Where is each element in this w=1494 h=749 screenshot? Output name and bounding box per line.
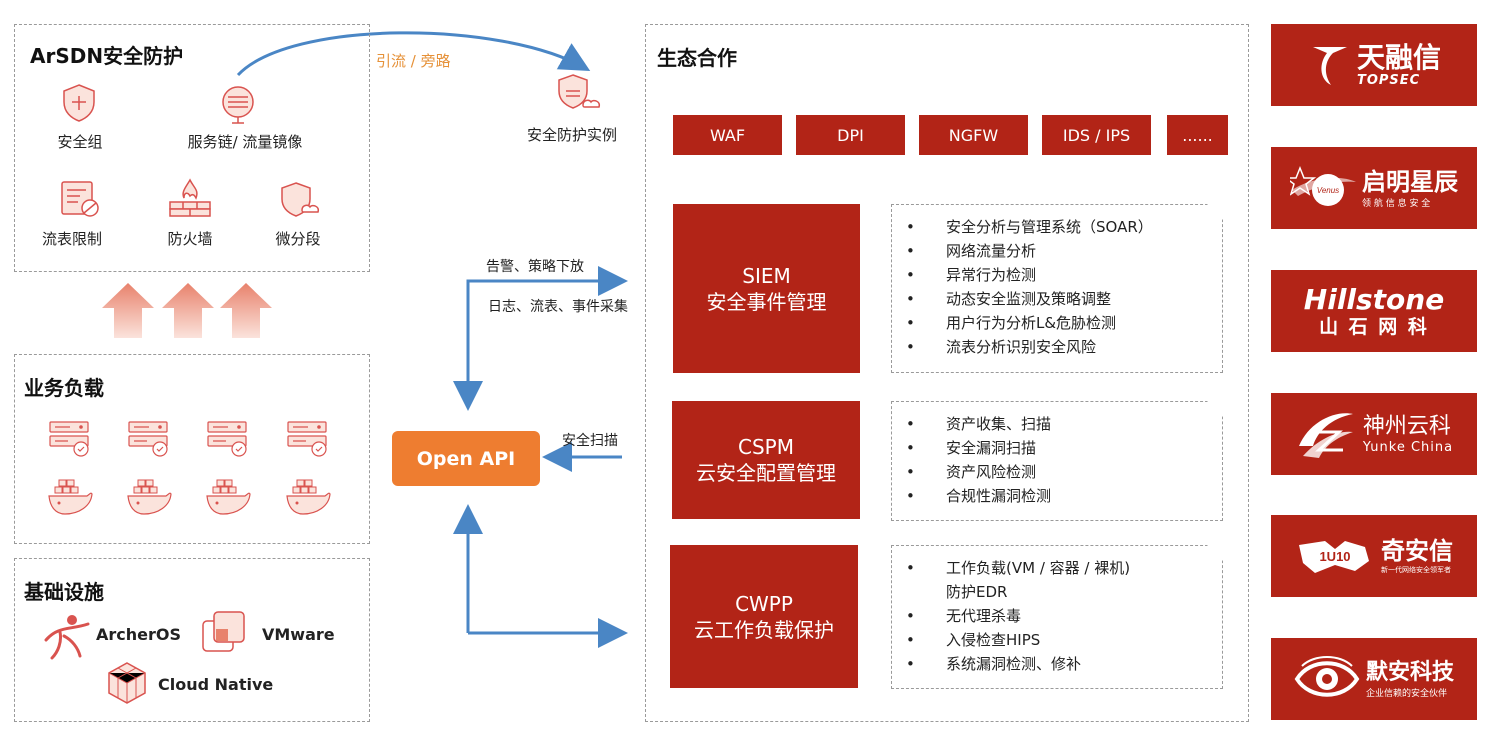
infra-panel [14, 558, 370, 722]
open-api-button[interactable]: Open API [392, 431, 540, 486]
partner-logo-topsec[interactable]: 天融信 TOPSEC [1271, 24, 1477, 106]
infra-item-label: VMware [262, 625, 335, 644]
chip-ids-ips[interactable]: IDS / IPS [1042, 115, 1151, 155]
feature-item: 安全分析与管理系统（SOAR） [906, 215, 1222, 239]
feature-item: 系统漏洞检测、修补 [906, 652, 1222, 676]
redirect-arrow [236, 31, 591, 77]
feature-item: 入侵检查HIPS [906, 628, 1222, 652]
flow-limit-icon [61, 181, 99, 217]
container-icon [285, 476, 331, 520]
partner-name: 神州云科 [1362, 413, 1451, 439]
firewall-icon [169, 178, 211, 217]
workload-title: 业务负载 [24, 376, 104, 400]
up-arrows [102, 283, 272, 338]
server-icon [206, 418, 250, 464]
collect-label: 日志、流表、事件采集 [488, 299, 628, 315]
chip-waf[interactable]: WAF [673, 115, 782, 155]
partner-logo-moresec[interactable]: 默安科技 企业信赖的安全伙伴 [1271, 638, 1477, 720]
partner-name: Hillstone [1303, 283, 1445, 316]
cwpp-features: 工作负载(VM / 容器 / 裸机) 防护EDR 无代理杀毒 入侵检查HIPS … [891, 545, 1223, 689]
partner-logo-venus[interactable]: Venus 启明星辰 领 航 信 息 安 全 [1271, 147, 1477, 229]
alert-label: 告警、策略下放 [486, 259, 584, 275]
feature-item: 用户行为分析L&危胁检测 [906, 311, 1222, 335]
svg-text:1U10: 1U10 [1319, 549, 1350, 564]
siem-abbr: SIEM [742, 263, 791, 288]
vmware-icon [202, 611, 245, 652]
partner-logo-qianxin[interactable]: 1U10 奇安信 新一代网络安全领军者 [1271, 515, 1477, 597]
container-icon [205, 476, 251, 520]
feature-item: 合规性漏洞检测 [906, 484, 1222, 508]
feature-item: 资产风险检测 [906, 460, 1222, 484]
partner-name: 奇安信 [1381, 537, 1453, 565]
container-icon [47, 476, 93, 520]
partner-sub: Yunke China [1362, 439, 1454, 455]
yunke-logo-icon [1298, 413, 1353, 458]
feature-item: 网络流量分析 [906, 239, 1222, 263]
partner-name: 天融信 [1356, 40, 1441, 74]
siem-box[interactable]: SIEM 安全事件管理 [673, 204, 860, 373]
partner-logo-hillstone[interactable]: Hillstone 山 石 网 科 [1271, 270, 1477, 352]
security-item-label: 服务链/ 流量镜像 [187, 133, 303, 151]
ecosystem-title: 生态合作 [657, 46, 737, 70]
micro-segment-icon [281, 182, 320, 217]
topsec-logo-icon [1312, 47, 1347, 85]
moresec-logo-icon [1294, 656, 1360, 697]
infra-item-label: ArcherOS [96, 625, 182, 644]
security-item-label: 安全组 [57, 133, 103, 151]
server-icon [286, 418, 330, 464]
feature-item: 资产收集、扫描 [906, 412, 1222, 436]
server-icon [127, 418, 171, 464]
partner-sub: 山 石 网 科 [1319, 316, 1429, 338]
container-icon [126, 476, 172, 520]
partner-sub: 企业信赖的安全伙伴 [1365, 688, 1447, 699]
siem-name: 安全事件管理 [706, 289, 827, 314]
security-panel [14, 24, 370, 272]
venus-logo-icon: Venus [1290, 165, 1356, 206]
ecosystem-panel [645, 24, 1249, 722]
security-group-icon [63, 84, 95, 122]
chip-more[interactable]: ...... [1167, 115, 1228, 155]
instance-label: 安全防护实例 [526, 126, 617, 144]
security-item-label: 流表限制 [41, 230, 102, 248]
feature-item: 异常行为检测 [906, 263, 1222, 287]
cwpp-name: 云工作负载保护 [694, 617, 834, 642]
feature-item: 安全漏洞扫描 [906, 436, 1222, 460]
cspm-name: 云安全配置管理 [696, 461, 836, 485]
partner-sub: 新一代网络安全领军者 [1381, 566, 1451, 574]
partner-logo-yunke[interactable]: 神州云科 Yunke China [1271, 393, 1477, 475]
cwpp-abbr: CWPP [735, 591, 793, 616]
cwpp-box[interactable]: CWPP 云工作负载保护 [670, 545, 858, 688]
cspm-features: 资产收集、扫描 安全漏洞扫描 资产风险检测 合规性漏洞检测 [891, 401, 1223, 521]
siem-features: 安全分析与管理系统（SOAR） 网络流量分析 异常行为检测 动态安全监测及策略调… [891, 204, 1223, 373]
feature-item: 防护EDR [946, 583, 1008, 601]
feature-item: 动态安全监测及策略调整 [906, 287, 1222, 311]
security-title: ArSDN安全防护 [30, 44, 184, 68]
feature-item: 无代理杀毒 [906, 604, 1222, 628]
svg-text:Venus: Venus [1317, 186, 1339, 195]
feature-item: 工作负载(VM / 容器 / 裸机) [906, 556, 1222, 580]
security-instance-icon [558, 74, 601, 109]
scan-label: 安全扫描 [562, 433, 618, 449]
server-icon [48, 418, 92, 464]
service-chain-icon [222, 86, 254, 124]
cspm-abbr: CSPM [738, 435, 794, 459]
cloud-native-icon [108, 662, 146, 704]
infra-title: 基础设施 [24, 580, 104, 604]
partner-name: 默安科技 [1365, 659, 1454, 685]
partner-sub: TOPSEC [1356, 72, 1421, 88]
archeros-icon [44, 615, 90, 660]
security-item-label: 防火墙 [167, 230, 213, 248]
security-item-label: 微分段 [275, 230, 321, 248]
workload-panel [14, 354, 370, 544]
chip-ngfw[interactable]: NGFW [919, 115, 1028, 155]
partner-sub: 领 航 信 息 安 全 [1362, 198, 1431, 209]
infra-item-label: Cloud Native [158, 675, 274, 694]
redirect-label: 引流 / 旁路 [376, 52, 451, 70]
qianxin-logo-icon: 1U10 [1299, 541, 1369, 573]
chip-dpi[interactable]: DPI [796, 115, 905, 155]
partner-name: 启明星辰 [1362, 167, 1458, 196]
feature-item: 流表分析识别安全风险 [906, 335, 1222, 359]
cspm-box[interactable]: CSPM 云安全配置管理 [672, 401, 860, 519]
